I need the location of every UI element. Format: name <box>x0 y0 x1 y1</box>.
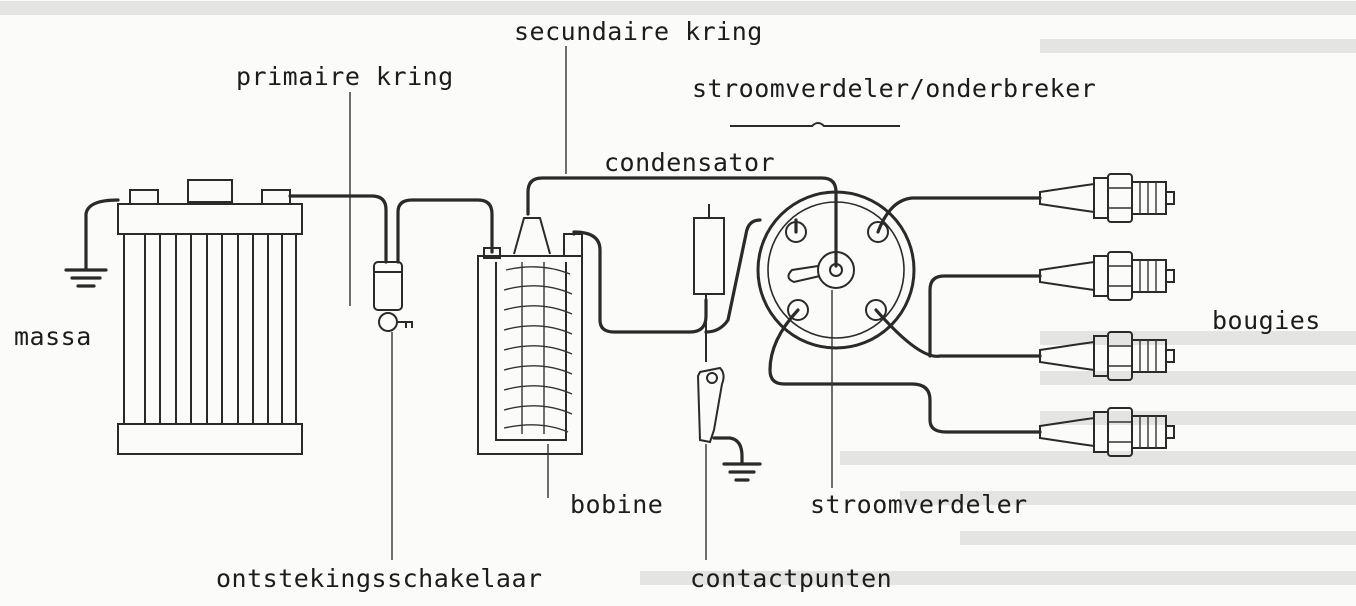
condenser <box>693 204 725 362</box>
ignition-switch <box>373 261 413 332</box>
brace-distributor <box>730 122 900 127</box>
label-primary-circuit: primaire kring <box>236 62 454 91</box>
contact-points <box>696 366 762 482</box>
ground-symbol-left <box>64 198 120 288</box>
wire-coil-to-breaker <box>572 230 708 334</box>
leader-lines <box>349 46 833 560</box>
plug-lead-3 <box>928 274 1042 358</box>
coil <box>477 217 583 455</box>
plug-lead-4 <box>768 308 1042 434</box>
label-distributor: stroomverdeler <box>810 490 1028 519</box>
label-contact-points: contactpunten <box>690 564 893 593</box>
spark-plug-4 <box>1036 407 1175 457</box>
plug-lead-1 <box>876 196 1042 234</box>
label-secondary-circuit: secundaire kring <box>514 17 763 46</box>
wire-breaker-to-distributor <box>704 218 762 334</box>
spark-plug-2 <box>1036 251 1175 301</box>
wire-switch-to-coil <box>396 198 494 264</box>
wire-battery-to-switch <box>288 194 388 264</box>
plug-lead-2 <box>874 308 1042 358</box>
label-condenser: condensator <box>604 148 776 177</box>
label-spark-plugs: bougies <box>1212 306 1321 335</box>
label-coil: bobine <box>570 490 664 519</box>
spark-plug-3 <box>1036 331 1175 381</box>
label-distributor-breaker: stroomverdeler/onderbreker <box>692 74 1097 103</box>
ht-lead-coil-to-distributor <box>526 176 838 268</box>
label-ground: massa <box>14 322 92 351</box>
label-ignition-switch: ontstekingsschakelaar <box>216 564 543 593</box>
spark-plug-1 <box>1036 173 1175 223</box>
battery <box>117 179 303 455</box>
